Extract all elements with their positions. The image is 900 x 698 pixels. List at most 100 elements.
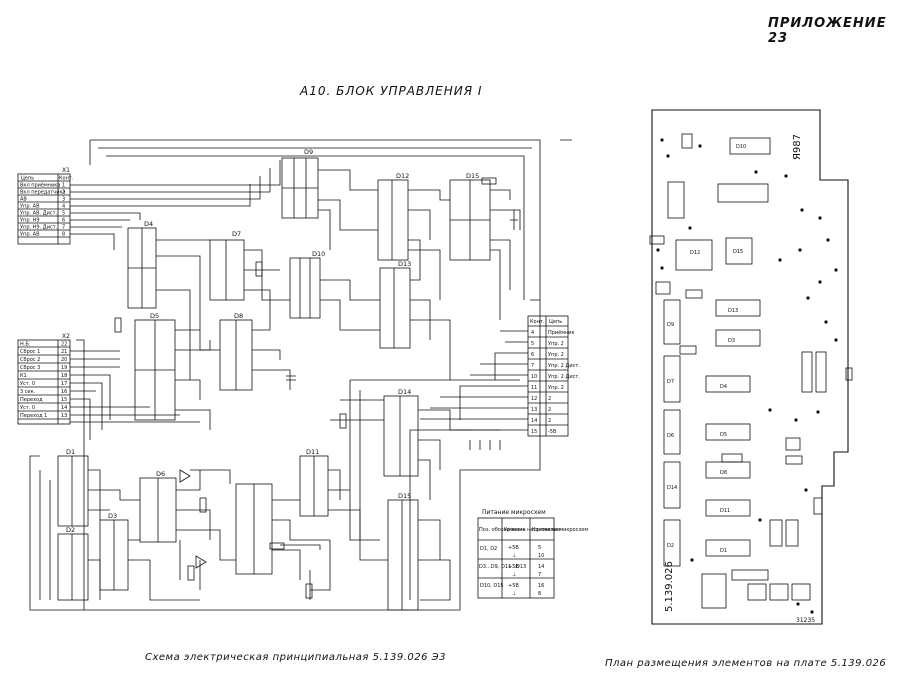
chip-d15b [387,499,419,611]
board-part-number: 5.139.026 [664,561,675,612]
power-table-header: Контакты микросхем [532,527,588,533]
x3-row-label: 2 [548,396,551,402]
x3-row-label: Упр. 2 [548,341,564,347]
x1-row-label: Вкл передатчика [20,190,66,196]
label-d8: D8 [234,312,243,320]
power-row-pins: 5 [538,545,541,551]
x3-row-pin: 12 [531,396,537,402]
appendix-label: ПРИЛОЖЕНИЕ 23 [768,16,887,46]
power-row-pins: 7 [538,572,541,578]
x1-row-pin: 3 [62,197,65,203]
board-label-d8: D8 [720,470,727,476]
label-d2: D2 [66,526,75,534]
x2-row-label: Сброс 1 [20,349,40,355]
x2-row-pin: 13 [61,413,67,419]
x2-row-pin: 14 [61,405,67,411]
label-d14: D14 [398,388,411,396]
power-table-title: Питание микросхем [482,509,546,516]
chip-d12 [377,179,409,261]
x1-row-label: Упр. АВ [20,204,40,210]
chip-d11 [299,455,329,517]
board-label-d9: D9 [667,322,674,328]
label-d10: D10 [312,250,325,258]
x2-row-label: Уст. 0 [20,381,35,387]
chip-d4 [127,227,157,309]
x3-row-label: Приёмник [548,330,575,336]
board-stamp: 31235 [796,617,815,624]
x1-row-label: Упр. Н9 [20,218,40,224]
x1-row-label: Упр. АВ [20,232,40,238]
x3-row-pin: 6 [531,352,534,358]
chip-d8 [219,319,253,391]
x3-row-pin: 11 [531,385,537,391]
x1-row-pin: 6 [62,218,65,224]
x2-row-pin: 19 [61,365,67,371]
power-table-header: Уровень напряжения [504,527,560,533]
power-row-pos: D10, D15 [480,583,504,589]
chip-d7 [209,239,245,301]
power-row-level: ⊥ [512,572,516,578]
chip-d10 [289,257,321,319]
x3-header-contact: Конт. [530,319,545,325]
chip-d9 [281,157,319,219]
label-d15b: D15 [398,492,411,500]
chip-d3 [99,519,129,591]
x2-row-label: Сброс 2 [20,357,40,363]
power-row-level: +5В [508,583,519,589]
label-d12: D12 [396,172,409,180]
power-table [477,517,555,599]
x2-row-label: Уст. 0 [20,405,35,411]
x3-row-pin: 5 [531,341,534,347]
power-row-level: ⊥ [512,553,516,559]
label-d6: D6 [156,470,165,478]
x3-row-label: Упр. 2 [548,352,564,358]
x3-row-pin: 15 [531,429,537,435]
x2-row-pin: 18 [61,373,67,379]
x3-row-pin: 14 [531,418,537,424]
label-d3: D3 [108,512,117,520]
x1-row-pin: 8 [62,232,65,238]
board-label-d15: D15 [733,249,743,255]
board-vertical-mark: Я987 [792,134,803,160]
x2-row-pin: 22 [61,342,67,348]
x3-row-pin: 13 [531,407,537,413]
x3-row-label: Упр. 2 Дист. [548,363,580,369]
x1-row-pin: 4 [62,204,65,210]
chip-d1 [57,455,89,527]
label-d9: D9 [304,148,313,156]
schematic [17,139,572,611]
connector-x1-header-contact: Конт. [59,176,74,182]
label-d4: D4 [144,220,153,228]
power-row-level: +5В [508,545,519,551]
x3-row-label: Упр. 2 [548,385,564,391]
x3-row-label: 2 [548,418,551,424]
board-labels: Я987 5.139.026 31235 D12 D15 D10 D13 D3 … [664,134,815,624]
connector-x2 [17,339,200,440]
power-row-pos: D1, D2 [480,546,497,552]
x2-row-label: Н.Б. [20,342,31,348]
x1-row-pin: 2 [62,190,65,196]
schematic-caption: Схема электрическая принципиальная 5.139… [145,652,447,663]
x2-row-pin: 16 [61,389,67,395]
x2-row-label: К1 [20,373,27,379]
label-d15: D15 [466,172,479,180]
x2-row-pin: 15 [61,397,67,403]
board-label-d5: D5 [720,432,727,438]
board-label-d1: D1 [720,548,727,554]
board-label-d6: D6 [667,433,674,439]
board-label-d14: D14 [667,485,677,491]
x2-row-label: Сброс 3 [20,365,40,371]
power-row-pins: 16 [538,583,544,589]
x2-row-label: Переход 1 [20,413,47,419]
x1-row-pin: 7 [62,225,65,231]
connector-x1 [17,160,281,250]
label-d11: D11 [306,448,319,456]
label-d5: D5 [150,312,159,320]
x1-row-pin: 1 [62,183,65,189]
x1-row-label: Упр. Н9. Дист. [20,225,58,231]
x1-row-label: Вкл приёмника [20,183,60,189]
x3-header-circuit: Цепь [549,319,562,325]
